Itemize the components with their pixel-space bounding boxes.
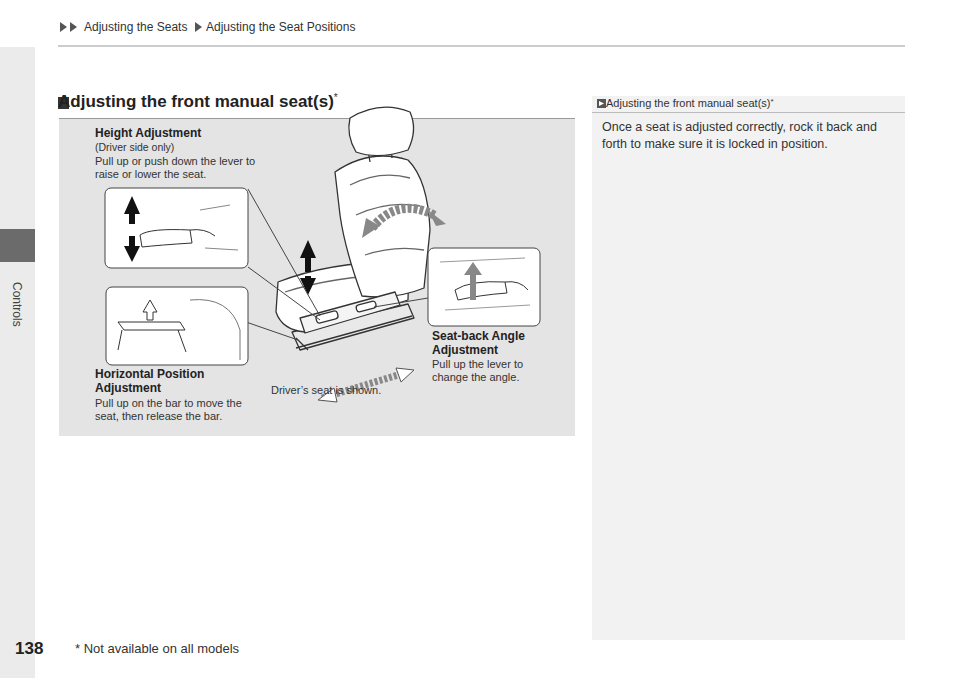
page-number: 138 <box>15 639 43 659</box>
callout-title: Horizontal Position Adjustment <box>95 367 230 396</box>
section-heading: Adjusting the front manual seat(s) <box>58 92 334 112</box>
side-strip <box>0 47 35 678</box>
header-rule <box>58 46 905 47</box>
note-body: Once a seat is adjusted correctly, rock … <box>592 113 905 153</box>
note-panel: Adjusting the front manual seat(s)*Once … <box>592 96 905 640</box>
height-inset <box>105 188 248 268</box>
height-arrows <box>300 240 316 295</box>
recline-inset <box>428 248 540 326</box>
footnote-mark: * <box>334 92 338 103</box>
figure-note: Driver’s seat is shown. <box>271 384 381 397</box>
seat-illustration <box>276 107 430 350</box>
footnote: * Not available on all models <box>75 641 239 657</box>
slide-inset <box>106 287 248 365</box>
footnote-mark: * <box>770 97 773 106</box>
side-tab <box>0 229 35 262</box>
breadcrumb: Adjusting the Seat Positions <box>206 20 355 34</box>
note-panel-ground <box>592 96 905 640</box>
callout-text: Pull up on the bar to move the seat, the… <box>95 397 263 423</box>
leader-lines <box>220 189 428 340</box>
callout-text: Pull up or push down the lever to raise … <box>95 155 260 181</box>
breadcrumb: Adjusting the Seats <box>84 20 187 34</box>
note-heading: Adjusting the front manual seat(s) <box>606 97 770 109</box>
section-tab-label: Controls <box>10 282 24 327</box>
note-heading-row: Adjusting the front manual seat(s)* <box>592 96 905 113</box>
callout-note: (Driver side only) <box>95 141 255 154</box>
note-icon <box>597 99 606 108</box>
panel-rule <box>59 118 575 119</box>
callout-title: Height Adjustment <box>95 126 255 140</box>
section-heading-row: Adjusting the front manual seat(s)* <box>58 92 338 112</box>
callout-text: Pull up the lever to change the angle. <box>432 358 550 384</box>
recline-arrow <box>362 208 446 238</box>
illustration-panel <box>59 118 575 436</box>
callout-title: Seat-back Angle Adjustment <box>432 329 550 358</box>
